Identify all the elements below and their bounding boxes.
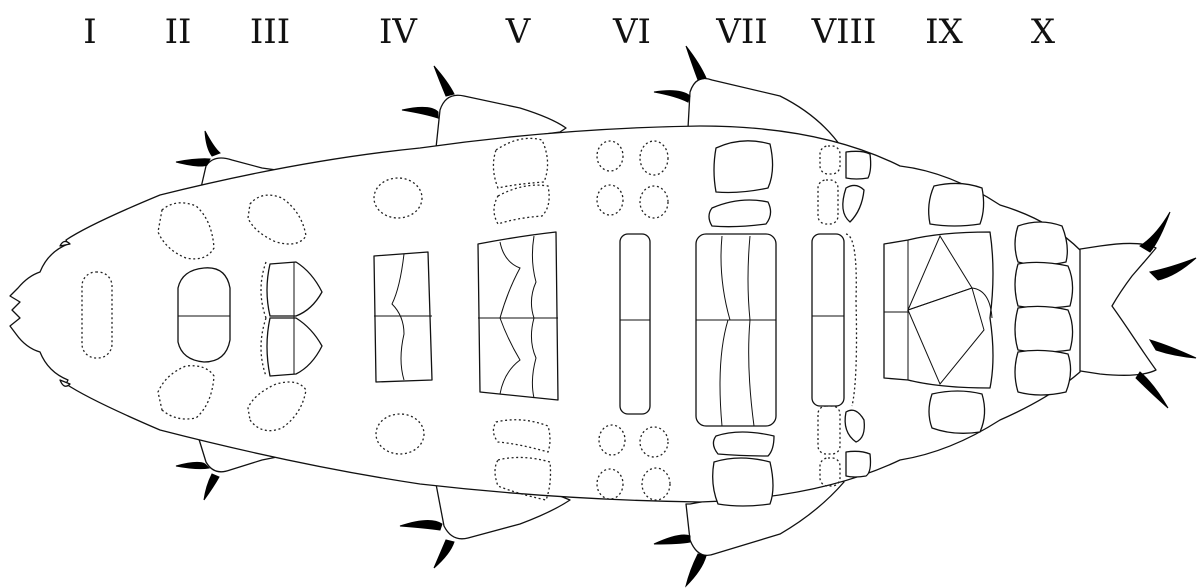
segment-7-plates — [695, 140, 777, 507]
segment-label-4: IV — [379, 12, 418, 52]
plate-1 — [81, 271, 113, 359]
segment-label-10: X — [1031, 12, 1056, 52]
segment-label-8: VIII — [811, 12, 877, 52]
segment-label-9: IX — [925, 12, 963, 52]
leg-3-bottom — [653, 477, 845, 588]
segment-10-plates — [1014, 221, 1074, 396]
segment-3-plates — [247, 194, 323, 432]
segment-labels: I II III IV V VI VII VIII IX X — [83, 12, 1056, 52]
segment-5-plates — [477, 137, 559, 501]
leg-2-bottom — [399, 483, 571, 569]
segment-label-5: V — [505, 12, 532, 52]
segment-label-1: I — [83, 12, 96, 52]
segment-2-plates — [157, 202, 231, 420]
head-nub-top — [59, 240, 71, 247]
leg-4-posterior — [1073, 211, 1197, 409]
segment-6-plates — [596, 140, 671, 501]
segment-8-plates — [811, 145, 872, 487]
segment-label-2: II — [165, 12, 192, 52]
segment-label-3: III — [250, 12, 290, 52]
segment-9-plates — [883, 182, 994, 434]
segment-4-plates — [373, 177, 433, 455]
segment-label-7: VII — [715, 12, 767, 52]
head-nub-bottom — [59, 379, 71, 387]
segment-label-6: VI — [612, 12, 651, 52]
